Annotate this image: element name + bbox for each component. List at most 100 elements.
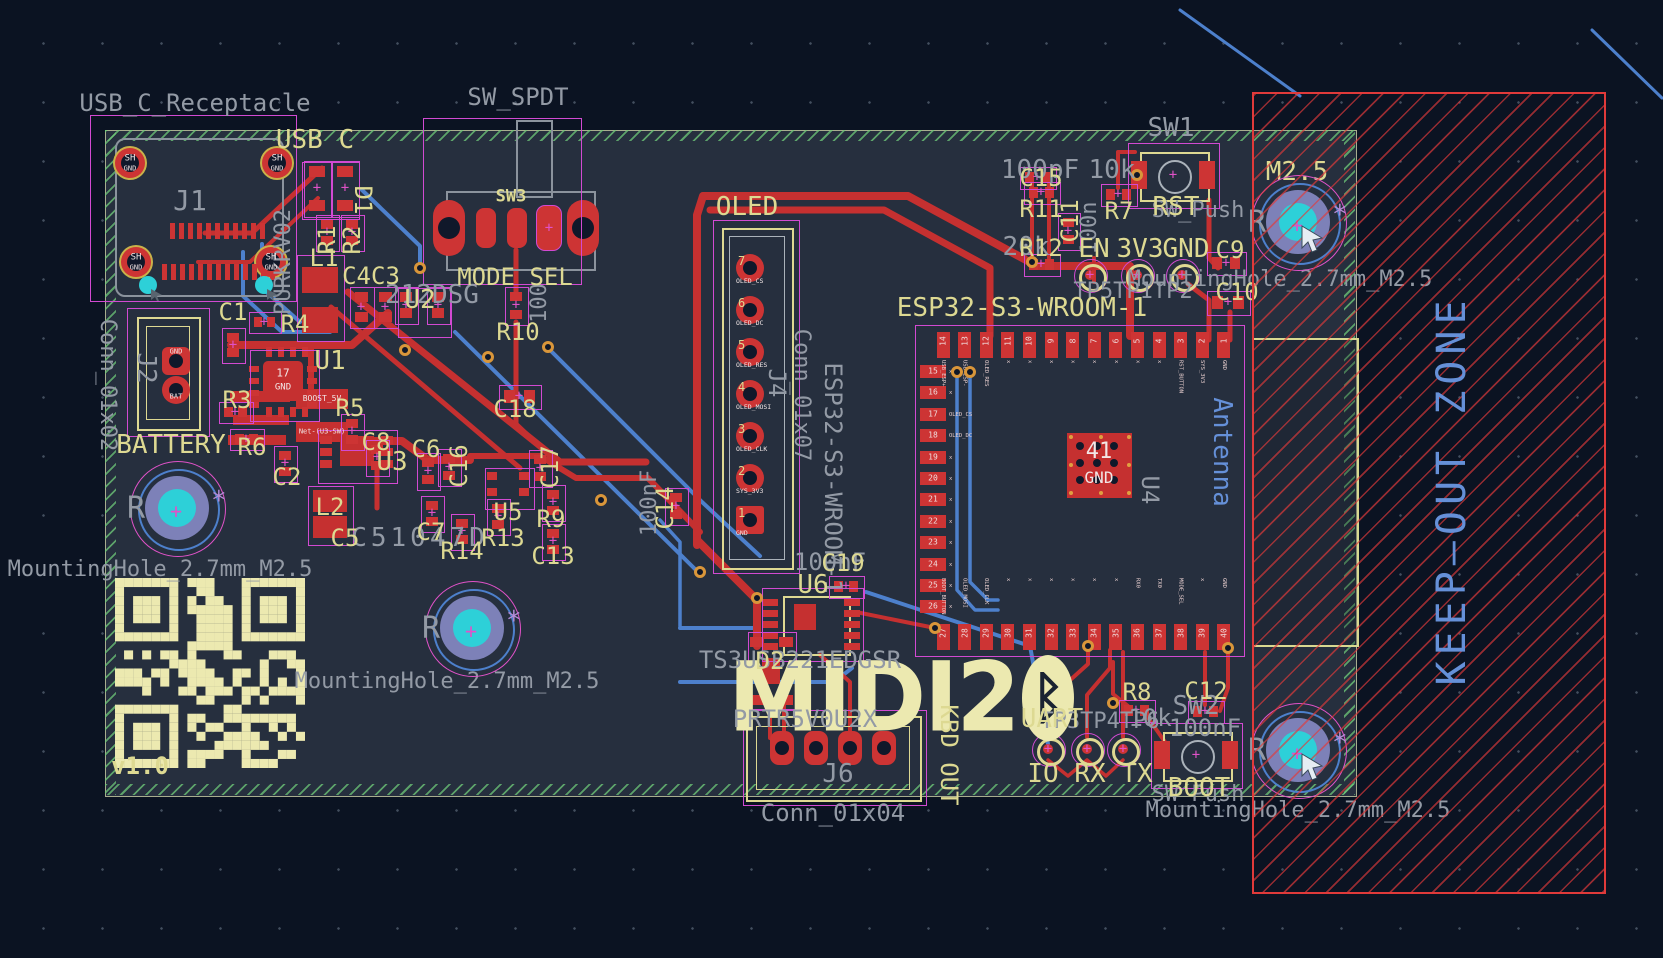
- esp-pin-3[interactable]: [1174, 332, 1188, 358]
- label-u4[interactable]: U4: [1136, 475, 1164, 505]
- c17c-box[interactable]: [529, 450, 553, 488]
- u6-pad[interactable]: [844, 610, 860, 617]
- esp-pin-30[interactable]: [1001, 624, 1015, 650]
- tp-io-pad[interactable]: [1043, 744, 1053, 754]
- usb-pin-pad[interactable]: [225, 264, 230, 280]
- via[interactable]: [1222, 642, 1234, 654]
- label-c1[interactable]: C1: [218, 298, 248, 326]
- u6-body[interactable]: [794, 604, 816, 630]
- copper-trace-front[interactable]: [196, 196, 320, 264]
- esp-pin-25[interactable]: [920, 579, 946, 592]
- mh4-mounting-hole[interactable]: R*+: [1246, 698, 1350, 802]
- u2b-pad[interactable]: [432, 308, 444, 318]
- label-c4c3[interactable]: C4C3: [342, 262, 400, 290]
- copper-trace-back[interactable]: [1178, 8, 1302, 98]
- usb-pin-pad[interactable]: [215, 223, 220, 239]
- j1-court[interactable]: [90, 115, 297, 302]
- copper-trace-front[interactable]: [818, 653, 852, 740]
- label-gnd-1[interactable]: GND: [123, 164, 137, 173]
- esp-pin-10[interactable]: [1022, 332, 1036, 358]
- c8c-pad[interactable]: [371, 460, 383, 470]
- u3-sw-pad[interactable]: [296, 422, 348, 442]
- esp-pin-20[interactable]: [920, 472, 946, 485]
- r10c-pad[interactable]: [510, 309, 522, 319]
- r5c-pad[interactable]: [346, 418, 358, 428]
- c13c-pad[interactable]: [547, 528, 559, 538]
- esp-pin-26[interactable]: [920, 600, 946, 614]
- label-r6[interactable]: R6: [237, 433, 267, 461]
- label-keepout-text[interactable]: KEEP—OUT ZONE: [1429, 294, 1475, 686]
- c14c-pad[interactable]: [670, 493, 682, 502]
- c8c-box[interactable]: [366, 439, 390, 477]
- label-tp-gnd[interactable]: GND: [1162, 234, 1210, 264]
- l2-pad1[interactable]: [313, 490, 347, 512]
- sw1-court[interactable]: [1128, 143, 1220, 209]
- via[interactable]: [964, 366, 976, 378]
- sw2-boot-pad[interactable]: [1154, 741, 1170, 769]
- esp-pin-7[interactable]: [1087, 332, 1101, 358]
- label-r2[interactable]: R2: [338, 225, 366, 255]
- label-c6[interactable]: C6: [411, 435, 441, 463]
- c10c-box[interactable]: [1207, 290, 1251, 316]
- l1-pad2[interactable]: [302, 307, 338, 333]
- u1-pad[interactable]: [302, 407, 308, 417]
- oled-connector-outline[interactable]: [722, 228, 794, 570]
- copper-trace-back[interactable]: [658, 518, 682, 628]
- c6c-pad[interactable]: [422, 458, 434, 467]
- label-oled[interactable]: OLED: [715, 192, 779, 222]
- u1-court[interactable]: [250, 350, 320, 422]
- via[interactable]: [482, 351, 494, 363]
- u3-pad[interactable]: [381, 448, 393, 456]
- u1-pad[interactable]: [307, 378, 317, 384]
- usb-pin-pad[interactable]: [170, 223, 175, 239]
- c2c-pad[interactable]: [279, 450, 291, 460]
- label-j1[interactable]: J1: [173, 184, 207, 217]
- usb-pin-pad[interactable]: [198, 264, 203, 280]
- r8c-pad[interactable]: [1139, 704, 1149, 716]
- u2a-box[interactable]: [395, 287, 419, 325]
- r8c-box[interactable]: [1118, 699, 1156, 723]
- u6-pad[interactable]: [762, 632, 778, 639]
- c19c-pad[interactable]: [834, 580, 843, 592]
- label-conn-01x07[interactable]: Conn_01x07: [789, 328, 814, 462]
- pour-1[interactable]: [230, 391, 290, 402]
- label-d2-fab[interactable]: PRTR5V0U2X: [732, 705, 878, 733]
- label-r12-val[interactable]: 20k: [1002, 232, 1050, 262]
- label-sw2-fab[interactable]: SW2: [1172, 691, 1220, 721]
- r6c-pad[interactable]: [234, 434, 244, 444]
- tp-gnd-pad[interactable]: [1177, 270, 1187, 280]
- esp-pin-2[interactable]: [1195, 332, 1209, 358]
- mh1-mounting-hole[interactable]: R*+: [125, 456, 229, 560]
- label-conn-01x04[interactable]: Conn_01x04: [760, 799, 906, 827]
- esp-pin-1[interactable]: [1217, 332, 1231, 358]
- teal-via[interactable]: [255, 276, 273, 294]
- r3c-pad[interactable]: [237, 407, 247, 417]
- label-c19[interactable]: C19: [821, 549, 865, 577]
- r6c-box[interactable]: [229, 429, 265, 451]
- r2c-pad[interactable]: [346, 219, 358, 229]
- u1-pad[interactable]: [249, 366, 259, 372]
- copper-trace-back[interactable]: [968, 372, 1000, 602]
- c17c-pad[interactable]: [534, 455, 546, 464]
- r11c-pad[interactable]: [1028, 186, 1038, 198]
- c11c-pad[interactable]: [1062, 235, 1074, 244]
- label-c10[interactable]: C10: [1215, 278, 1259, 306]
- u1-pad[interactable]: [302, 347, 308, 357]
- c4c-pad[interactable]: [354, 292, 368, 302]
- copper-trace-front[interactable]: [1111, 660, 1130, 708]
- esp-pin-6[interactable]: [1109, 332, 1123, 358]
- esp-pin-16[interactable]: [920, 386, 946, 400]
- label-u1-gnd[interactable]: GND: [274, 382, 292, 393]
- u3-pad[interactable]: [320, 436, 332, 444]
- r11c-pad[interactable]: [1044, 186, 1054, 198]
- d1b-pad[interactable]: [337, 165, 353, 177]
- u3-pad[interactable]: [381, 460, 393, 468]
- copper-trace-front[interactable]: [1085, 648, 1112, 739]
- j2-court[interactable]: [127, 308, 210, 437]
- u2a-pad[interactable]: [400, 308, 412, 318]
- label-th-41[interactable]: 41: [1085, 439, 1113, 464]
- r13c-pad[interactable]: [492, 519, 504, 529]
- label-usb-c[interactable]: USB C: [275, 125, 355, 155]
- r1c-pad[interactable]: [321, 219, 333, 229]
- u1-pad[interactable]: [307, 402, 317, 408]
